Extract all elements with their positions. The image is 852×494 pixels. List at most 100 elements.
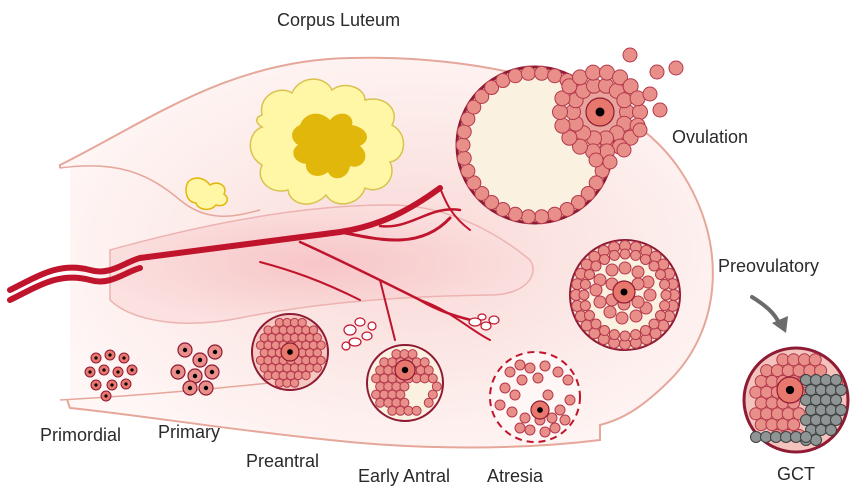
granulosa-cell [644,289,656,301]
tumor-cell [821,415,832,426]
tumor-cell [826,385,837,396]
granulosa-cell [400,382,409,391]
granulosa-cell [302,371,310,379]
granulosa-cell [809,354,821,366]
oocyte-nucleus [116,370,119,373]
granulosa-cell [669,61,683,75]
granulosa-cell [432,382,441,391]
granulosa-cell [553,367,563,377]
tumor-cell [826,405,837,416]
granulosa-cell [547,413,557,423]
granulosa-cell [590,284,602,296]
oocyte-nucleus [620,288,627,295]
granulosa-cell [633,123,647,137]
granulosa-cell [510,390,520,400]
oocyte-nucleus [213,350,217,354]
granulosa-cell [584,270,594,280]
granulosa-cell [633,105,648,120]
granulosa-cell [600,326,610,336]
granulosa-cell [632,266,644,278]
granulosa-cell [456,138,470,152]
granulosa-cell [600,254,610,264]
preantral-follicle [252,314,328,390]
granulosa-cell [420,358,429,367]
granulosa-cell [553,105,568,120]
oocyte-nucleus [402,367,408,373]
granulosa-cell [515,360,525,370]
tumor-cell [831,375,842,386]
granulosa-cell [517,375,527,385]
granulosa-cell [609,250,619,260]
granulosa-cell [565,395,575,405]
granulosa-cell [520,413,530,423]
oocyte-nucleus [88,370,91,373]
granulosa-cell [586,65,601,80]
granulosa-cell [761,386,773,398]
granulosa-cell [428,390,437,399]
early-antral-label: Early Antral [358,467,450,485]
granulosa-cell [604,306,616,318]
granulosa-cell [606,264,618,276]
granulosa-cell [750,386,762,398]
granulosa-cell [563,375,573,385]
tumor-cell [781,432,792,443]
granulosa-cell [619,262,631,274]
granulosa-cell [424,366,433,375]
granulosa-cell [766,397,778,409]
oocyte-nucleus [537,407,543,413]
granulosa-cell [400,398,409,407]
oocyte-nucleus [110,383,113,386]
tumor-cell [811,435,822,446]
granulosa-cell [584,311,594,321]
granulosa-cell [649,261,659,271]
granulosa-cell [505,367,515,377]
oocyte-nucleus [94,356,97,359]
granulosa-cell [507,407,517,417]
granulosa-cell [457,151,471,165]
granulosa-cell [653,103,667,117]
antral-follicle [570,240,680,350]
granulosa-cell [788,419,800,431]
atresia-label: Atresia [487,467,543,485]
tumor-cell [791,432,802,443]
granulosa-cell [521,66,535,80]
granulosa-cell [782,408,794,420]
granulosa-cell [660,301,670,311]
granulosa-cell [777,354,789,366]
tumor-cell [761,432,772,443]
granulosa-cell [755,419,767,431]
oocyte-nucleus [130,368,133,371]
granulosa-cell [508,69,522,83]
tumor-cell [801,432,812,443]
granulosa-cell [457,125,471,139]
oocyte-nucleus [124,382,127,385]
granulosa-cell [661,290,671,300]
granulosa-cell [495,400,505,410]
tumor-cell [836,385,847,396]
oocyte-nucleus [596,108,605,117]
granulosa-cell [616,312,628,324]
granulosa-cell [766,419,778,431]
granulosa-cell [461,164,475,178]
tumor-cell [806,405,817,416]
tumor-cell [751,432,762,443]
granulosa-cell [580,279,590,289]
granulosa-cell [313,364,321,372]
granulosa-cell [750,408,762,420]
tumor-cell [801,375,812,386]
tumor-cell [811,375,822,386]
granulosa-cell [408,350,417,359]
granulosa-cell [755,375,767,387]
granulosa-cell [650,65,664,79]
primordial-label: Primordial [40,426,121,444]
granulosa-cell [766,375,778,387]
granulosa-cell [656,270,666,280]
granulosa-cell [623,48,637,62]
granulosa-cell [777,419,789,431]
granulosa-cell [412,406,421,415]
granulosa-cell [771,408,783,420]
tumor-cell [806,385,817,396]
granulosa-cell [641,326,651,336]
granulosa-cell [555,405,565,415]
oocyte-nucleus [104,394,107,397]
